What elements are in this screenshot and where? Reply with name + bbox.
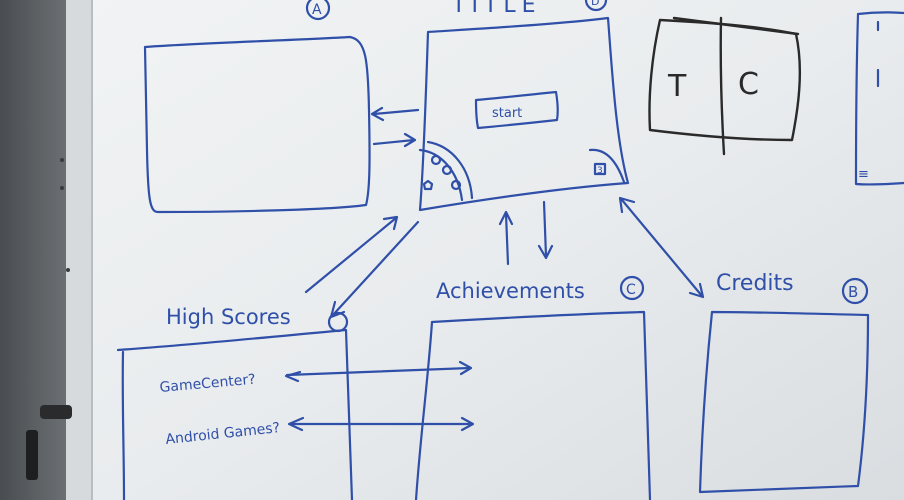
marker-a-label: A [312, 2, 322, 18]
marker-b-label: B [848, 283, 858, 301]
marker-c-label: C [626, 282, 636, 298]
arrow-title-to-highscores [330, 220, 420, 318]
start-button-sketch [474, 90, 559, 130]
marker-d-circle [584, 0, 608, 12]
arrow-title-to-a [372, 108, 420, 116]
arrow-credits-title [620, 198, 704, 298]
credits-screen-box [698, 310, 870, 494]
small-icon-label: 3 [597, 166, 603, 176]
tc-letter-t: T [667, 69, 687, 104]
whiteboard-edge [66, 0, 92, 500]
tc-sketch-divider [719, 16, 726, 156]
label-high-scores: High Scores [166, 305, 291, 329]
marker-b-circle [841, 277, 869, 305]
marker-c-circle [619, 275, 645, 301]
corner-credits-arc [588, 148, 626, 184]
start-button-label: start [492, 106, 522, 121]
side-panel-sketch [854, 11, 904, 186]
marker-a-circle [305, 0, 331, 21]
arrow-highscores-to-title [304, 216, 398, 294]
title-screen-box [418, 16, 630, 212]
side-glyph: ≡ [858, 167, 869, 182]
achievements-screen-box [414, 310, 652, 500]
door-latch [26, 430, 38, 480]
screen-a-box [143, 35, 371, 214]
whiteboard-surface [90, 0, 904, 500]
arrow-a-to-title [372, 138, 416, 146]
arrow-achievements-up [504, 212, 510, 266]
label-credits: Credits [716, 271, 794, 296]
corner-menu-arc [418, 148, 464, 202]
label-achievements: Achievements [436, 279, 585, 303]
title-fragment: TITLE [451, 0, 542, 18]
highscores-screen-box [116, 328, 354, 500]
marker-highscores-circle [327, 311, 349, 333]
marker-d-label: D [591, 0, 599, 8]
tc-letter-c: C [738, 67, 759, 102]
arrow-achievements-down [542, 200, 548, 258]
